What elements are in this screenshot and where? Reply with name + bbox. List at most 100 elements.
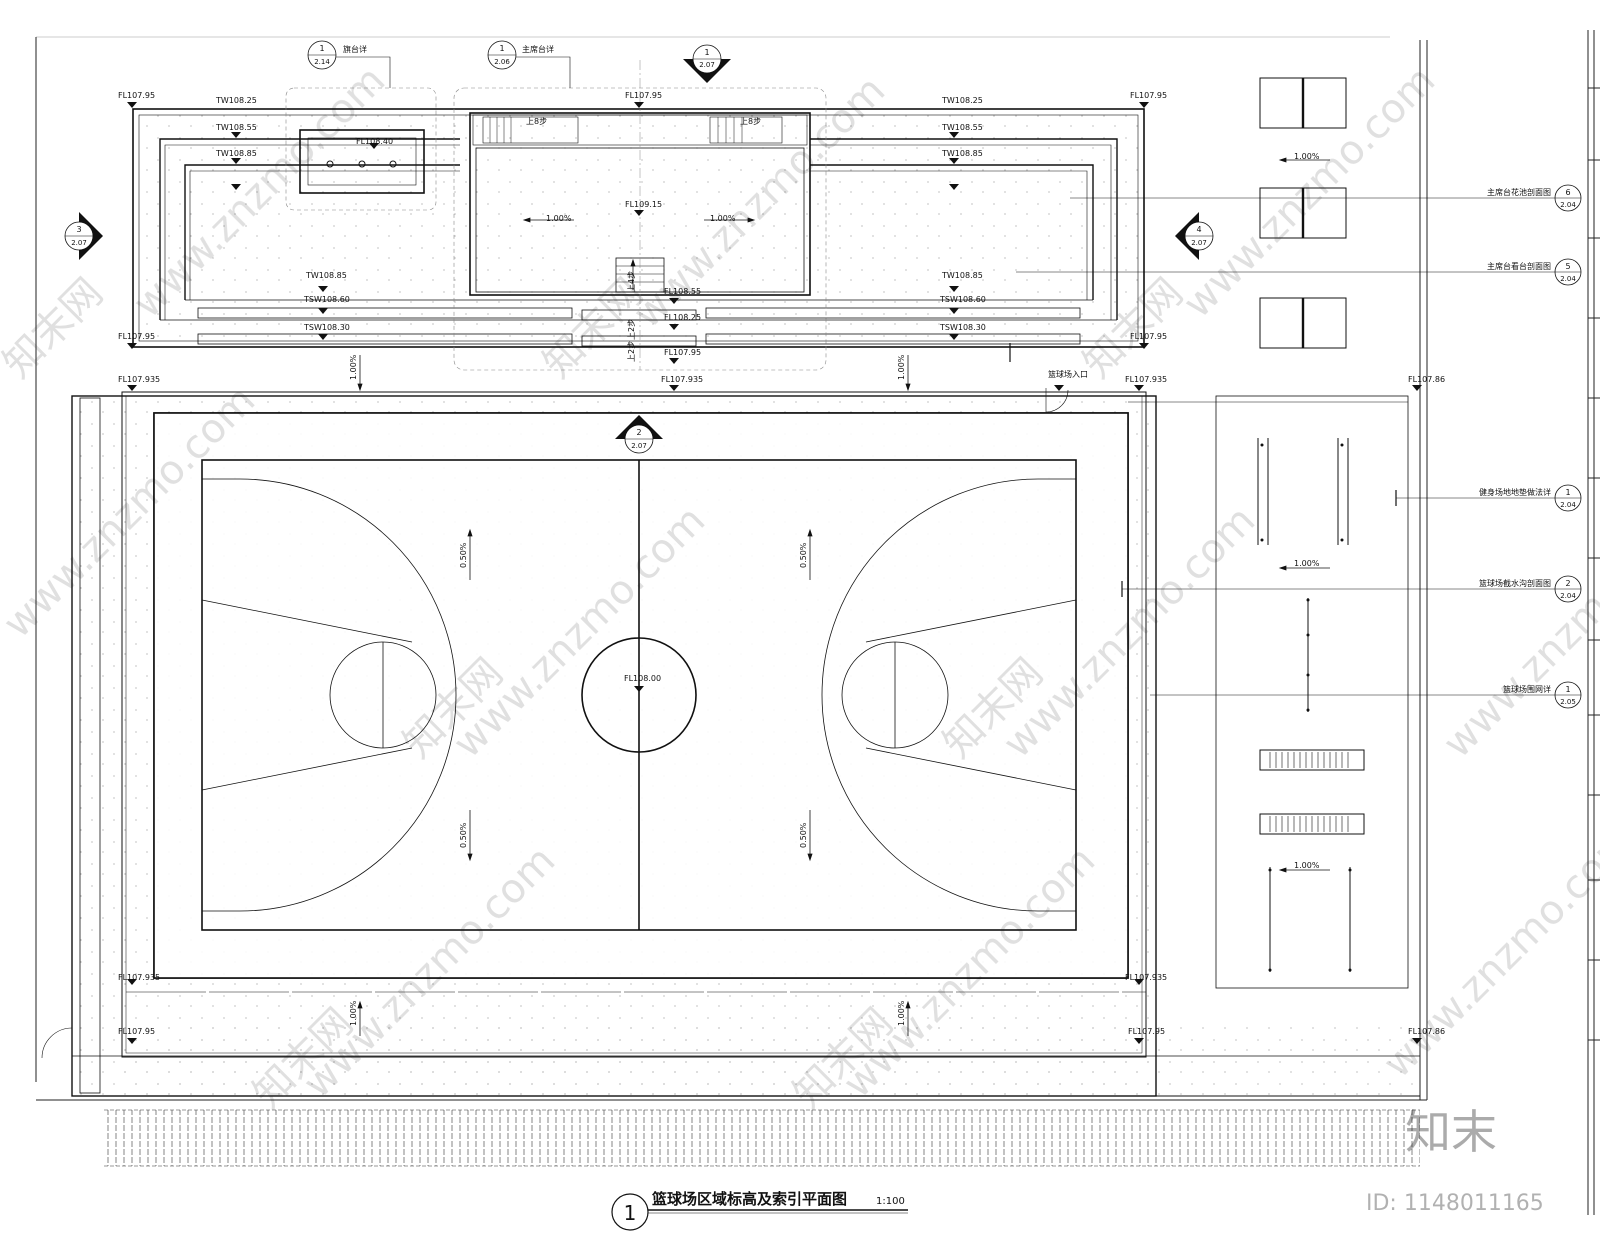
hatched-band-border bbox=[104, 1109, 1420, 1167]
slope-label: 1.00% bbox=[349, 354, 358, 380]
elev-label: TW108.55 bbox=[215, 123, 257, 132]
index-label: 篮球场围网详 bbox=[1503, 684, 1551, 694]
slope-label: 0.50% bbox=[799, 542, 808, 568]
stair-labels: 上8步 上8步 上4步 上2步 上2步 bbox=[526, 117, 761, 362]
index-label: 篮球场截水沟剖面图 bbox=[1479, 578, 1551, 588]
elev-label: TW108.85 bbox=[215, 149, 257, 158]
right-edge-ticks bbox=[1588, 87, 1600, 1041]
index-label: 主席台花池剖面图 bbox=[1487, 187, 1551, 197]
court-entrance-label: 篮球场入口 bbox=[1048, 369, 1088, 379]
watermark-brand: 知末网 bbox=[0, 270, 112, 387]
slope-label: 0.50% bbox=[459, 822, 468, 848]
stair-label: 上8步 bbox=[740, 117, 761, 126]
watermark-url: www.znzmo.com bbox=[1175, 57, 1445, 327]
elev-label: FL107.95 bbox=[1130, 91, 1167, 100]
elev-label: TW108.85 bbox=[941, 149, 983, 158]
section-mark-right: 4 2.07 bbox=[1175, 212, 1214, 260]
slope-label: 1.00% bbox=[897, 1000, 906, 1026]
index-sheet: 2.04 bbox=[1560, 275, 1576, 283]
watermark-id: ID: 1148011165 bbox=[1366, 1191, 1544, 1216]
index-num: 2 bbox=[1565, 579, 1570, 588]
section-mark-left-num: 3 bbox=[76, 225, 81, 234]
callout-flag-label: 旗台详 bbox=[343, 44, 367, 54]
elev-label: FL107.95 bbox=[118, 332, 155, 341]
elev-label: FL107.935 bbox=[118, 973, 160, 982]
index-num: 1 bbox=[1565, 685, 1570, 694]
index-sheet: 2.05 bbox=[1560, 698, 1576, 706]
callout-stage-num: 1 bbox=[499, 44, 504, 53]
elev-label: FL107.95 bbox=[1128, 1027, 1165, 1036]
elev-label: TW108.25 bbox=[215, 96, 257, 105]
slope-label: 1.00% bbox=[1294, 152, 1320, 161]
elev-label: TW108.25 bbox=[941, 96, 983, 105]
elev-label: TW108.85 bbox=[305, 271, 347, 280]
section-mark-left-sheet: 2.07 bbox=[71, 239, 87, 247]
section-mark-court: 2 2.07 bbox=[615, 415, 663, 454]
index-callout-texts: 主席台花池剖面图 6 2.04 主席台看台剖面图 5 2.04 健身场地地垫做法… bbox=[1479, 187, 1576, 706]
elev-label: FL107.95 bbox=[625, 91, 662, 100]
section-mark-top-num: 1 bbox=[704, 48, 709, 57]
index-num: 1 bbox=[1565, 488, 1570, 497]
elev-label: FL108.00 bbox=[624, 674, 661, 683]
watermark-corner: 知末 ID: 1148011165 bbox=[1366, 1105, 1544, 1216]
fitness-area bbox=[72, 77, 1420, 1097]
elev-label: FL107.95 bbox=[118, 91, 155, 100]
callout-stage-sheet: 2.06 bbox=[494, 58, 510, 66]
slope-label: 1.00% bbox=[1294, 861, 1320, 870]
section-mark-left: 3 2.07 bbox=[64, 212, 103, 260]
elev-label: TW108.55 bbox=[941, 123, 983, 132]
elevation-labels: FL107.95 FL107.95 FL107.95 TW108.25 TW10… bbox=[118, 91, 1445, 1036]
drawing-scale: 1:100 bbox=[876, 1196, 905, 1207]
section-mark-court-sheet: 2.07 bbox=[631, 442, 647, 450]
index-num: 5 bbox=[1565, 262, 1570, 271]
index-num: 6 bbox=[1565, 188, 1570, 197]
section-mark-right-num: 4 bbox=[1196, 225, 1201, 234]
slope-label: 1.00% bbox=[1294, 559, 1320, 568]
index-sheet: 2.04 bbox=[1560, 201, 1576, 209]
elev-label: FL107.935 bbox=[118, 375, 160, 384]
watermark-url: www.znzmo.com bbox=[1435, 497, 1600, 767]
elev-label: FL107.935 bbox=[1125, 973, 1167, 982]
tribune-area bbox=[132, 60, 1145, 371]
slope-label: 0.50% bbox=[459, 542, 468, 568]
section-mark-court-num: 2 bbox=[636, 428, 641, 437]
slope-label: 1.00% bbox=[349, 1000, 358, 1026]
callout-main-stage: 1 2.06 主席台详 bbox=[487, 40, 571, 88]
elev-label: FL107.95 bbox=[118, 1027, 155, 1036]
elev-label: FL107.935 bbox=[661, 375, 703, 384]
elev-label: FL107.935 bbox=[1125, 375, 1167, 384]
elev-label: TSW108.60 bbox=[303, 295, 350, 304]
callout-flag-num: 1 bbox=[319, 44, 324, 53]
elevation-markers bbox=[127, 102, 1422, 1044]
slope-label: 0.50% bbox=[799, 822, 808, 848]
elev-label: TSW108.60 bbox=[939, 295, 986, 304]
stair-label: 上2步 bbox=[627, 319, 636, 340]
elev-label: FL107.95 bbox=[664, 348, 701, 357]
section-mark-right-sheet: 2.07 bbox=[1191, 239, 1207, 247]
drawing-frame bbox=[35, 30, 1595, 1215]
slope-label: 1.00% bbox=[546, 214, 572, 223]
callout-flag-sheet: 2.14 bbox=[314, 58, 330, 66]
watermark-logo: 知末 bbox=[1405, 1105, 1497, 1159]
elev-label: FL107.86 bbox=[1408, 375, 1445, 384]
elev-label: FL108.25 bbox=[664, 313, 701, 322]
slope-label: 1.00% bbox=[897, 354, 906, 380]
index-sheet: 2.04 bbox=[1560, 592, 1576, 600]
stair-label: 上4步 bbox=[627, 271, 636, 292]
index-sheet: 2.04 bbox=[1560, 501, 1576, 509]
elev-label: FL107.95 bbox=[1130, 332, 1167, 341]
index-callouts-right bbox=[1009, 184, 1582, 709]
slope-label: 1.00% bbox=[710, 214, 736, 223]
stair-label: 上2步 bbox=[627, 341, 636, 362]
drawing-title: 篮球场区域标高及索引平面图 bbox=[651, 1190, 847, 1208]
elev-label: FL109.15 bbox=[625, 200, 662, 209]
index-label: 健身场地地垫做法详 bbox=[1479, 487, 1551, 497]
stair-label: 上8步 bbox=[526, 117, 547, 126]
drawing-title-index: 1 bbox=[624, 1201, 637, 1225]
elev-label: TSW108.30 bbox=[939, 323, 986, 332]
elev-label: FL108.40 bbox=[356, 137, 393, 146]
basketball-court bbox=[41, 388, 1157, 1097]
hatched-band bbox=[104, 1110, 1420, 1166]
drawing-title-block: 1 篮球场区域标高及索引平面图 1:100 bbox=[611, 1190, 908, 1231]
